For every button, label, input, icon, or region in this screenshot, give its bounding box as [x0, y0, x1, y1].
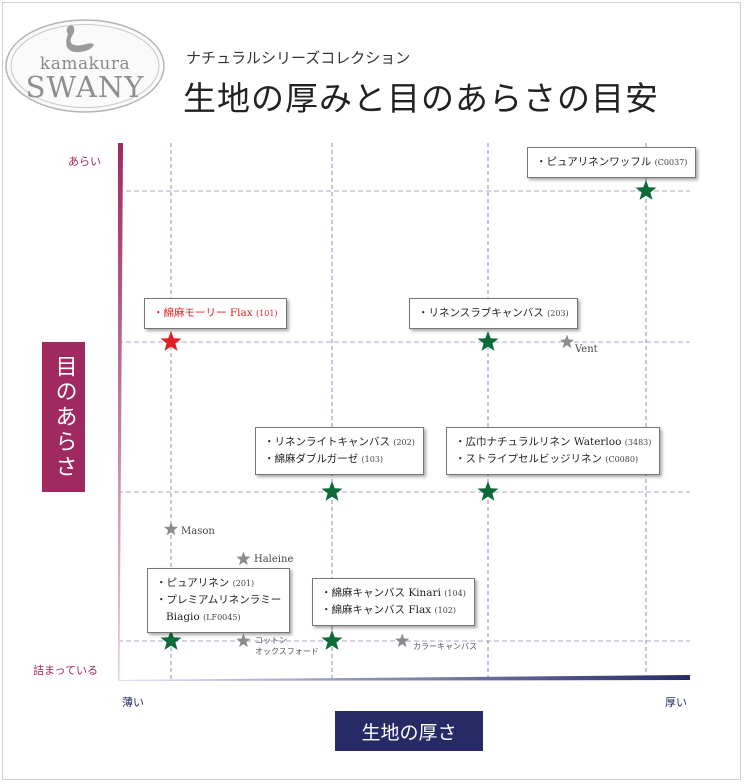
callout-line: ・綿麻モーリー Flax (101)	[153, 305, 278, 322]
swan-icon	[66, 25, 94, 53]
callout-pure: ・ピュアリネン (201) ・プレミアムリネンラミー Biagio (LF004…	[147, 568, 291, 633]
chart-grid	[118, 143, 690, 680]
y-tick-low: 詰まっている	[33, 664, 99, 677]
product-code: (LF0045)	[203, 613, 241, 622]
gray-star-point	[163, 521, 179, 536]
product-code: (103)	[361, 455, 384, 464]
product-code: (202)	[393, 438, 415, 447]
product-name: ・綿麻キャンバス Kinari	[321, 587, 441, 599]
x-axis-label: 生地の厚さ	[335, 711, 483, 751]
product-code: (3483)	[624, 438, 652, 447]
page-subtitle: ナチュラルシリーズコレクション	[186, 49, 411, 67]
gray-star-point	[236, 633, 251, 648]
product-code: (104)	[444, 589, 466, 598]
logo-oval	[5, 19, 165, 113]
star-point-canvas	[321, 630, 343, 650]
callout-canvas: ・綿麻キャンバス Kinari (104) ・綿麻キャンバス Flax (102…	[312, 578, 475, 626]
star-point-flax101	[160, 331, 182, 351]
callout-hirohata: ・広巾ナチュラルリネン Waterloo (3483) ・ストライプセルビッジリ…	[446, 427, 661, 475]
product-code: (C0037)	[654, 158, 688, 167]
product-code: (C0080)	[605, 455, 639, 464]
gray-label-color-canvas: カラーキャンバス	[413, 642, 477, 651]
logo-small-text: kamakura	[39, 54, 131, 74]
chart-points	[160, 180, 657, 650]
product-name: ・リネンライトキャンバス	[264, 436, 390, 448]
product-name: ・綿麻ダブルガーゼ	[264, 453, 359, 465]
callout-line: ・ピュアリネン (201)	[156, 575, 281, 592]
callout-line: ・綿麻ダブルガーゼ (103)	[264, 451, 415, 468]
logo-big-text: SWANY	[25, 70, 145, 104]
callout-line: ・リネンライトキャンバス (202)	[264, 434, 415, 451]
star-point-light	[321, 481, 343, 501]
callout-line: ・ピュアリネンワッフル (C0037)	[536, 154, 687, 171]
product-name: ・広巾ナチュラルリネン Waterloo	[455, 436, 622, 448]
callout-line: ・プレミアムリネンラミー	[156, 592, 281, 609]
y-axis-line	[118, 143, 123, 680]
gray-star-point	[395, 633, 410, 648]
star-point-pure	[160, 630, 182, 650]
callout-line: ・リネンスラブキャンバス (203)	[418, 305, 569, 322]
product-code: (102)	[434, 606, 457, 615]
product-name: ・プレミアムリネンラミー	[156, 594, 282, 606]
callout-line: ・綿麻キャンバス Flax (102)	[321, 602, 466, 619]
chart-axes	[118, 143, 690, 681]
callout-light: ・リネンライトキャンバス (202) ・綿麻ダブルガーゼ (103)	[255, 427, 424, 475]
callout-flax101: ・綿麻モーリー Flax (101)	[144, 298, 287, 329]
y-axis-label: 目のあらさ	[42, 342, 85, 492]
product-name: ・綿麻モーリー Flax	[153, 307, 253, 319]
callout-slub: ・リネンスラブキャンバス (203)	[409, 298, 578, 329]
product-name: ・リネンスラブキャンバス	[418, 307, 544, 319]
gray-label-oxford: コットン オックスフォード	[255, 636, 319, 656]
callout-line: ・広巾ナチュラルリネン Waterloo (3483)	[455, 434, 651, 451]
star-point-wafful	[635, 180, 657, 200]
product-code: (201)	[232, 579, 255, 588]
gray-label-vent: Vent	[575, 344, 598, 355]
product-code: (101)	[256, 309, 278, 318]
product-name: ・ストライプセルビッジリネン	[455, 453, 602, 465]
product-name: ・ピュアリネンワッフル	[536, 156, 652, 168]
product-name: ・ピュアリネン	[156, 577, 230, 589]
product-name: Biagio	[166, 611, 200, 623]
gray-star-point	[559, 334, 575, 349]
star-point-slub	[477, 331, 499, 351]
x-axis-line	[118, 675, 690, 681]
gray-star-point	[236, 551, 251, 566]
x-tick-low: 薄い	[122, 696, 144, 709]
callout-line: Biagio (LF0045)	[156, 609, 281, 626]
callout-line: ・綿麻キャンバス Kinari (104)	[321, 585, 466, 602]
y-tick-high: あらい	[68, 155, 101, 168]
swany-logo: kamakura SWANY	[4, 18, 166, 114]
product-name: ・綿麻キャンバス Flax	[321, 604, 432, 616]
callout-line: ・ストライプセルビッジリネン (C0080)	[455, 451, 651, 468]
x-tick-high: 厚い	[665, 696, 687, 709]
page-title: 生地の厚みと目のあらさの目安	[183, 79, 659, 118]
star-point-hirohata	[477, 481, 499, 501]
product-code: (203)	[547, 309, 569, 318]
gray-label-haleine: Haleine	[254, 554, 294, 565]
gray-label-mason: Mason	[181, 526, 215, 537]
callout-wafful: ・ピュアリネンワッフル (C0037)	[527, 147, 697, 178]
